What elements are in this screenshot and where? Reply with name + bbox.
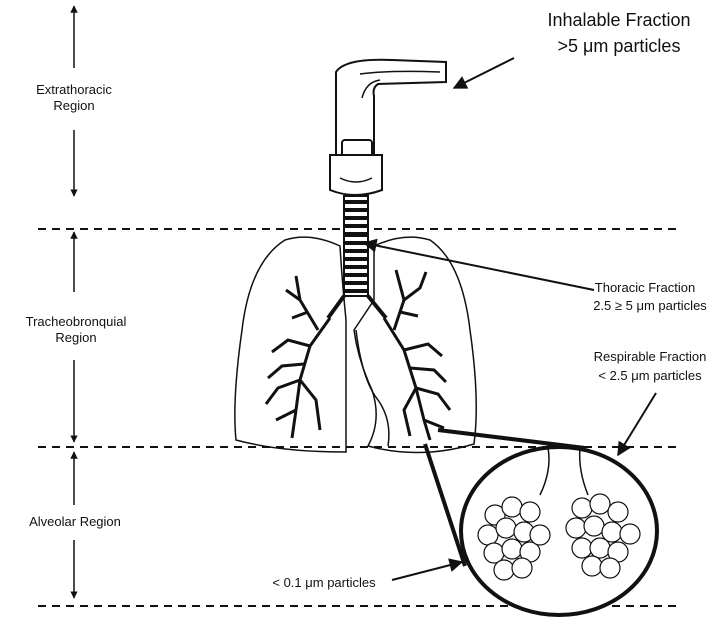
inhalable-fraction-size: >5 μm particles xyxy=(524,36,714,58)
trachea-illustration xyxy=(328,196,386,318)
inhalable-arrow xyxy=(454,58,514,88)
respirable-fraction-title: Respirable Fraction xyxy=(580,349,720,365)
tracheobronquial-region-label: Tracheobronquial Region xyxy=(2,314,150,345)
alveolar-particle-arrow xyxy=(392,562,462,580)
extrathoracic-region-label: Extrathoracic Region xyxy=(14,82,134,113)
respirable-fraction-size: < 2.5 μm particles xyxy=(580,368,720,384)
thoracic-fraction-size: 2.5 ≥ 5 μm particles xyxy=(580,298,720,314)
upper-airway-illustration xyxy=(330,60,446,195)
left-bronchial-tree xyxy=(266,276,330,438)
inhalable-fraction-title: Inhalable Fraction xyxy=(524,10,714,32)
respirable-arrow xyxy=(618,393,656,455)
right-lung-outline xyxy=(354,237,476,452)
alveoli-magnified-circle xyxy=(461,447,657,615)
alveolar-region-label: Alveolar Region xyxy=(10,514,140,530)
thoracic-fraction-title: Thoracic Fraction xyxy=(580,280,710,296)
left-lung-outline xyxy=(235,237,346,452)
alveolar-particle-size: < 0.1 μm particles xyxy=(254,575,394,591)
right-bronchial-tree xyxy=(384,270,450,440)
